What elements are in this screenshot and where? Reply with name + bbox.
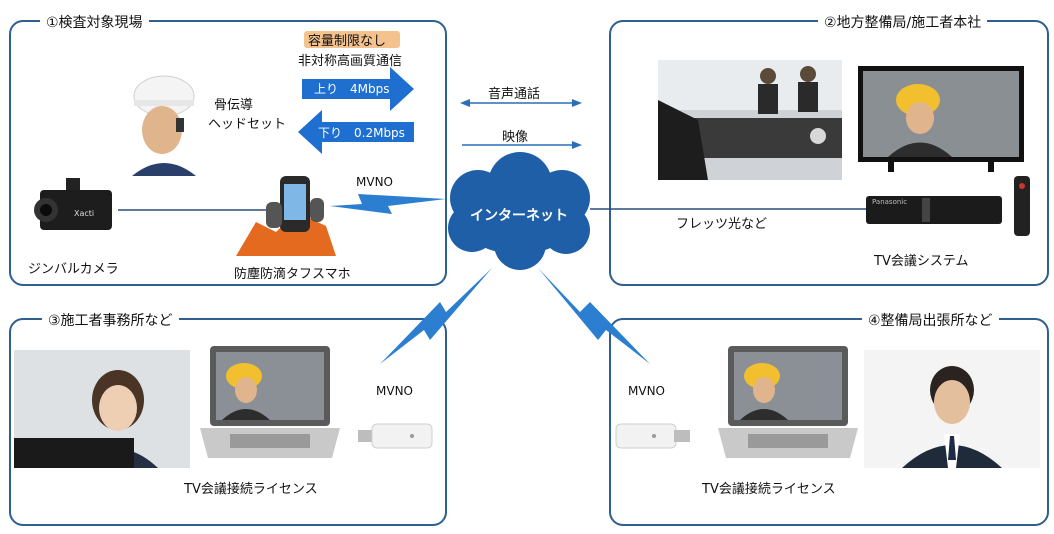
- camera-label: ジンバルカメラ: [28, 262, 119, 277]
- branch-laptop: [718, 346, 858, 462]
- phone-label: 防塵防滴タフスマホ: [234, 267, 351, 282]
- branch-worker-photo: [864, 350, 1040, 468]
- voice-arrow-left: [460, 99, 470, 107]
- voice-arrow-right: [572, 99, 582, 107]
- branch-license-label: TV会議接続ライセンス: [702, 482, 836, 497]
- tv-conference-brand: Panasonic: [872, 198, 908, 206]
- lightning-cloud-office: [380, 268, 492, 364]
- video-label: 映像: [502, 130, 529, 145]
- hq-panel-title: ②地方整備局/施工者本社: [818, 12, 988, 32]
- internet-label: インターネット: [470, 208, 568, 224]
- lightning-phone-cloud: [330, 194, 446, 214]
- internet-cloud: [448, 152, 590, 270]
- branch-usb-modem: [614, 422, 690, 450]
- office-license-label: TV会議接続ライセンス: [184, 482, 318, 497]
- tv-system-label: TV会議システム: [874, 254, 969, 269]
- office-usb-modem: [358, 422, 434, 450]
- camera-brand: Xacti: [74, 209, 95, 218]
- remote-control: [1012, 176, 1032, 236]
- tv-conference-unit: [866, 192, 1002, 228]
- office-laptop: [200, 346, 340, 462]
- site-mvno-label: MVNO: [356, 175, 393, 189]
- headset-label-line1: 骨伝導: [214, 98, 254, 113]
- office-panel-title: ③施工者事務所など: [42, 310, 179, 330]
- downlink-arrow: [298, 110, 414, 154]
- tv-monitor: [858, 66, 1024, 172]
- downlink-label: 下り 0.2Mbps: [318, 126, 405, 140]
- transmission-label: 非対称高画質通信: [298, 54, 403, 69]
- office-worker-photo: [14, 350, 190, 468]
- uplink-arrow: [302, 67, 414, 111]
- site-panel: [9, 20, 447, 286]
- branch-mvno-label: MVNO: [628, 384, 665, 398]
- branch-panel-title: ④整備局出張所など: [862, 310, 999, 330]
- gimbal-camera: [30, 178, 118, 238]
- meeting-room-photo: [658, 60, 842, 180]
- voice-label: 音声通話: [488, 87, 541, 102]
- capacity-badge: [304, 31, 400, 48]
- video-arrow-head: [572, 141, 582, 149]
- headset-label-line2: ヘッドセット: [208, 117, 287, 132]
- rugged-smartphone: [236, 172, 336, 256]
- fiber-label: フレッツ光など: [676, 217, 768, 232]
- lightning-cloud-branch: [538, 268, 650, 364]
- capacity-badge-text: 容量制限なし: [308, 34, 387, 49]
- uplink-label: 上り 4Mbps: [314, 82, 390, 96]
- site-panel-title: ①検査対象現場: [40, 12, 149, 32]
- office-mvno-label: MVNO: [376, 384, 413, 398]
- headset-worker-photo: [124, 72, 204, 176]
